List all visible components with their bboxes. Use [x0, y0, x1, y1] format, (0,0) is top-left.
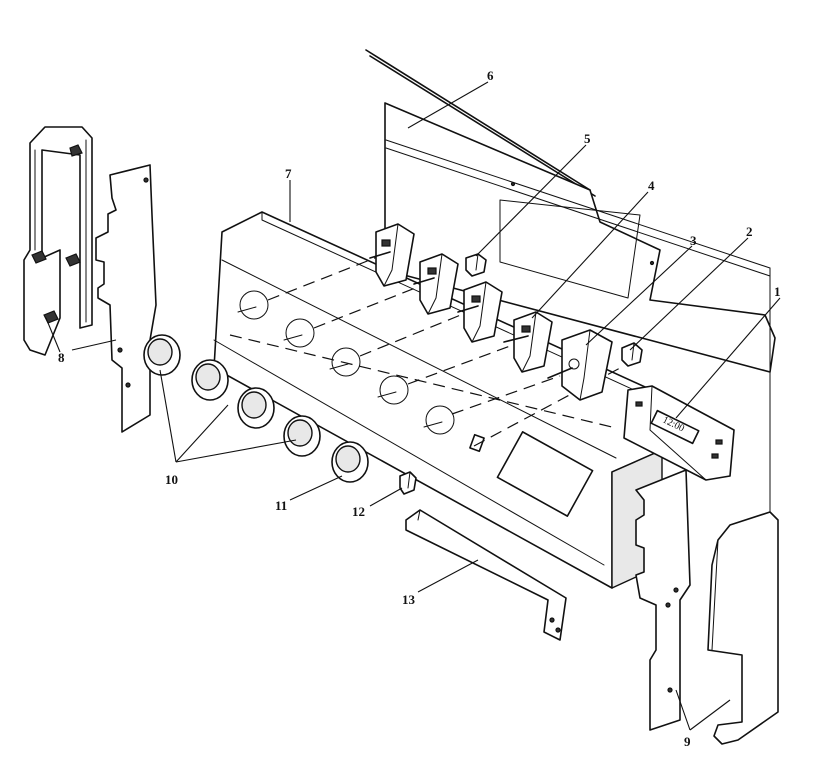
- callout-13: 13: [402, 592, 416, 607]
- right-side-bracket: [635, 469, 691, 731]
- right-end-cap: [707, 511, 779, 745]
- clock-timer-module: 12:00: [623, 385, 735, 481]
- infinite-switch-4: [503, 311, 553, 373]
- control-knob-4: [283, 415, 321, 457]
- callout-5: 5: [584, 131, 591, 146]
- callout-12: 12: [352, 504, 365, 519]
- callout-10: 10: [165, 472, 178, 487]
- callout-7: 7: [285, 166, 292, 181]
- callout-8: 8: [58, 350, 65, 365]
- left-side-bracket: [95, 164, 157, 433]
- indicator-light: [465, 253, 487, 277]
- callout-2: 2: [746, 224, 753, 239]
- left-end-cap: [23, 126, 93, 356]
- control-knob-5: [331, 441, 369, 483]
- control-knob-2: [191, 359, 229, 401]
- callout-9: 9: [684, 734, 691, 749]
- bottom-trim-strip: [405, 509, 567, 641]
- leader-lines: [45, 81, 781, 731]
- small-clip: [399, 471, 417, 495]
- callout-4: 4: [648, 178, 655, 193]
- callout-3: 3: [690, 233, 697, 248]
- infinite-switch-1: [369, 223, 415, 287]
- callout-11: 11: [275, 498, 287, 513]
- callout-labels: 1 2 3 4 5 6 7 8 9 10 11 12 13: [58, 68, 781, 749]
- callout-6: 6: [487, 68, 494, 83]
- infinite-switch-3: [457, 281, 503, 343]
- callout-1: 1: [774, 284, 781, 299]
- control-knob-1: [143, 334, 181, 376]
- panel-dial-markings: [237, 290, 455, 435]
- control-knob-3: [237, 387, 275, 429]
- small-switch: [621, 342, 643, 367]
- oven-selector-switch: [547, 329, 613, 401]
- infinite-switch-2: [413, 253, 459, 315]
